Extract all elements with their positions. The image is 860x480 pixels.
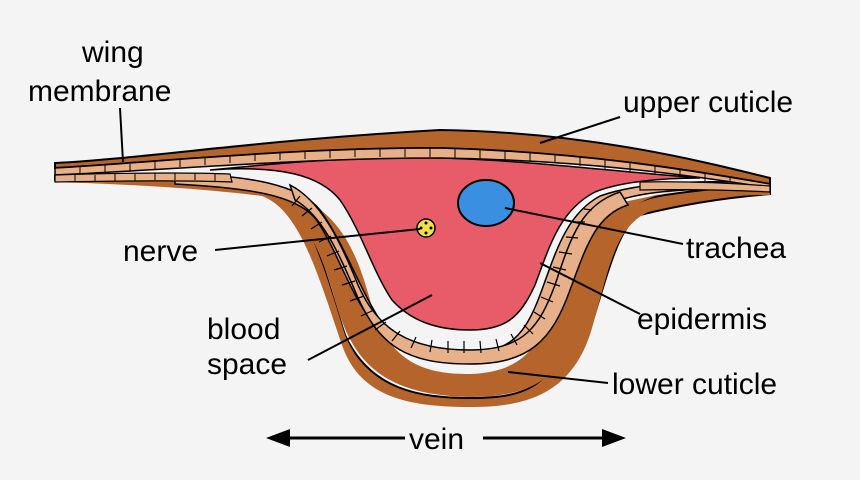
trachea-label: trachea bbox=[686, 232, 786, 265]
leader-lines bbox=[119, 107, 684, 384]
vein-label: vein bbox=[409, 423, 464, 456]
nerve-label: nerve bbox=[123, 235, 198, 268]
blood-space-label-line1: blood bbox=[207, 313, 280, 346]
wing-membrane-leader bbox=[119, 107, 124, 163]
wing-membrane-label-line1: wing bbox=[81, 36, 144, 69]
membrane-right-band bbox=[639, 181, 771, 193]
upper-epidermis-cell-lines bbox=[79, 148, 731, 184]
nerve-shape bbox=[416, 218, 436, 238]
upper-cuticle-label: upper cuticle bbox=[623, 86, 793, 119]
wing-membrane-label-line2: membrane bbox=[28, 75, 171, 108]
upper-cuticle-leader bbox=[539, 116, 621, 144]
vein-arrow bbox=[266, 429, 626, 447]
lower-cuticle-leader bbox=[507, 371, 609, 384]
blood-space-leader bbox=[307, 294, 433, 361]
lower-cuticle-label: lower cuticle bbox=[612, 368, 777, 401]
trachea-shape bbox=[457, 179, 515, 227]
epidermis-label: epidermis bbox=[637, 303, 767, 336]
membrane-lower-band bbox=[54, 172, 233, 183]
membrane-cell-lines bbox=[74, 173, 216, 182]
epidermis-leader bbox=[539, 262, 641, 315]
nerve-leader bbox=[214, 228, 421, 251]
lower-cuticle-trough bbox=[230, 180, 680, 397]
trachea-leader bbox=[504, 207, 684, 245]
blood-space-label-line2: space bbox=[207, 348, 287, 381]
